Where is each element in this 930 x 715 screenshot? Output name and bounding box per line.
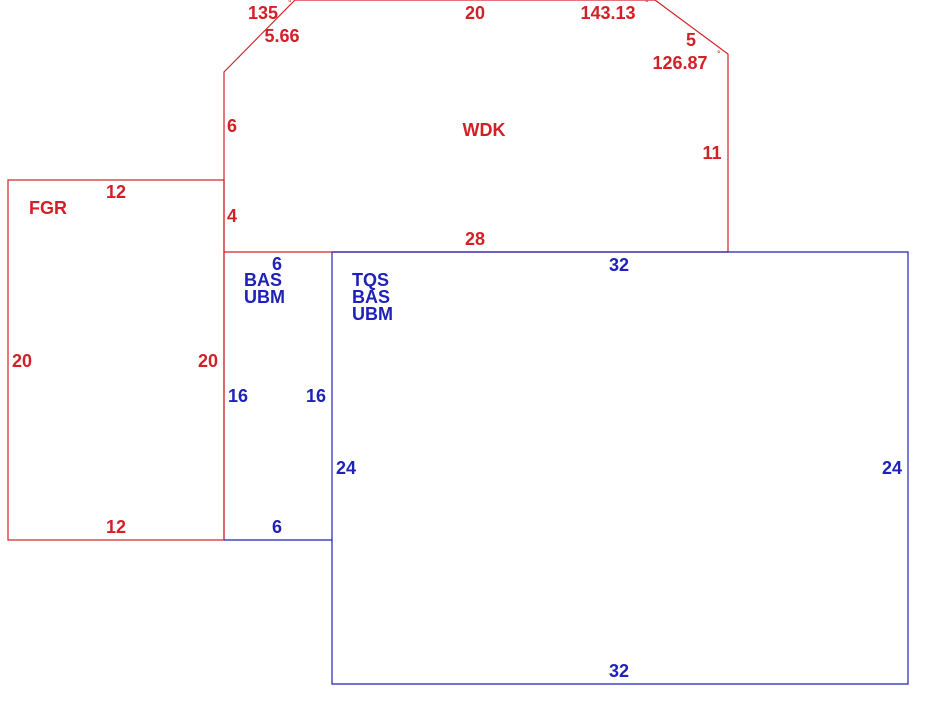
fgr-bottom-dimension: 12 (106, 517, 126, 537)
wdk-top-left-angle: 135 (248, 3, 278, 23)
main-top-dimension: 32 (609, 255, 629, 275)
main-left-dimension: 24 (336, 458, 356, 478)
small-bas-left-dimension: 16 (228, 386, 248, 406)
wdk-left-upper-dimension: 6 (227, 116, 237, 136)
fgr-left-dimension: 20 (12, 351, 32, 371)
wdk-angle-degree-mark-2: ° (645, 0, 649, 8)
main-area-code-3: UBM (352, 304, 393, 324)
wdk-area-code: WDK (463, 120, 506, 140)
wdk-left-lower-dimension: 4 (227, 206, 237, 226)
fgr-outline (7, 179, 225, 541)
wdk-right-diagonal: 5 (686, 30, 696, 50)
fgr-area-code: FGR (29, 198, 67, 218)
wdk-angle-degree-mark-3: ° (717, 49, 721, 59)
fgr-right-dimension: 20 (198, 351, 218, 371)
small-bas-area-code-2: UBM (244, 287, 285, 307)
wdk-top-dimension: 20 (465, 3, 485, 23)
wdk-top-right-angle: 143.13 (580, 3, 635, 23)
main-bottom-dimension: 32 (609, 661, 629, 681)
small-bas-bottom-dimension: 6 (272, 517, 282, 537)
main-area-code-2: BAS (352, 287, 390, 307)
main-outline (331, 251, 909, 685)
wdk-bottom-dimension: 28 (465, 229, 485, 249)
small-bas-right-dimension: 16 (306, 386, 326, 406)
small-bas-area-code-1: BAS (244, 270, 282, 290)
wdk-right-angle: 126.87 (652, 53, 707, 73)
fgr-top-dimension: 12 (106, 182, 126, 202)
main-area-code-1: TQS (352, 270, 389, 290)
wdk-right-dimension: 11 (702, 143, 721, 163)
wdk-angle-degree-mark-1: ° (288, 0, 292, 8)
small-bas-top-dimension: 6 (272, 254, 282, 274)
wdk-top-left-diagonal: 5.66 (264, 26, 299, 46)
main-right-dimension: 24 (882, 458, 902, 478)
